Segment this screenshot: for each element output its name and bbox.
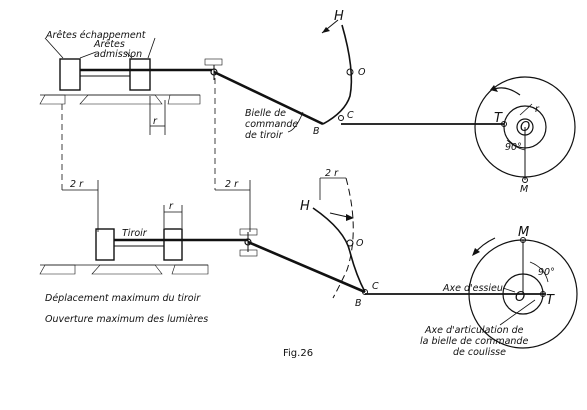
top-connecting-rod [213,70,324,126]
label-pivot-2: la bielle de commande [420,336,528,347]
top-diagram: Arêtes échappement Arêtes admission r Bi… [39,9,576,195]
bottom-diagram: Tiroir r 2 r H O C B [39,168,578,358]
label-bottom-O: O [356,238,364,249]
bottom-port-seat-mid [91,264,163,275]
label-two-r-arc: 2 r [325,168,339,179]
label-bottom-H: H [300,199,310,214]
label-top-H: H [334,9,344,24]
label-top-B: B [313,126,320,137]
label-axle: Axe d'essieu [442,283,503,294]
bottom-valve-piston-left [95,228,115,261]
top-valve-piston-left [59,58,81,91]
label-bottom-C: C [372,281,379,292]
label-rod-3: de tiroir [245,130,284,141]
bottom-port-seat-right [171,264,209,275]
label-top-r: r [153,116,158,127]
label-pivot-3: de coulisse [453,347,506,358]
top-guide [204,58,223,66]
label-bottom-O2: O [515,290,525,305]
label-edge-admission-1: Arêtes [93,39,125,50]
label-bottom-angle: 90° [538,267,555,278]
label-top-r-eccentric: r [535,104,540,115]
label-bottom-B: B [355,298,362,309]
label-tiroir: Tiroir [122,228,148,239]
label-top-angle: 90° [505,142,522,153]
label-rod-1: Bielle de [245,108,286,119]
label-two-r-left: 2 r [70,179,84,190]
bottom-port-seat-left [39,264,76,275]
label-edge-admission-2: admission [94,49,142,60]
label-rod-2: commande [245,119,298,130]
label-bottom-r: r [169,201,174,212]
top-valve-piston-right [129,58,151,91]
bottom-dashed-arc [332,177,354,299]
label-bottom-M: M [518,225,529,240]
label-top-T: T [494,111,503,126]
bottom-valve-piston-right [163,228,183,261]
note-max-valve-travel: Déplacement maximum du tiroir [45,293,201,304]
top-port-seat-left [39,94,66,105]
projection-lines: 2 r 2 r [61,78,251,232]
label-pivot-1: Axe d'articulation de [424,325,524,336]
bottom-link-arc [312,207,366,293]
note-max-port-opening: Ouverture maximum des lumières [45,314,208,325]
label-edge-exhaust: Arêtes échappement [45,30,147,41]
figure-caption: Fig.26 [283,348,313,359]
label-top-O: O [358,67,366,78]
top-port-seat-right [167,94,201,105]
label-two-r-mid: 2 r [225,179,239,190]
label-bottom-T: T [546,293,555,308]
label-top-O2: O [520,120,530,135]
label-top-M: M [520,184,528,195]
bottom-connecting-rod [247,240,366,294]
top-link-arc [322,24,353,125]
label-top-C: C [347,110,354,121]
